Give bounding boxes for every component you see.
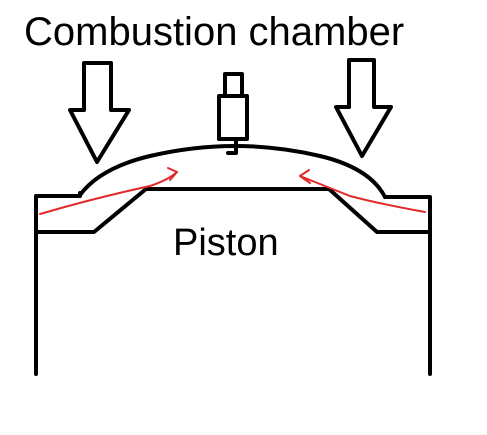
down-arrow-icon <box>68 61 131 164</box>
down-arrow-icon <box>334 58 393 158</box>
piston-outline <box>383 195 432 376</box>
flow-arrow-icon <box>39 167 178 215</box>
flow-arrow-icon <box>299 169 426 213</box>
piston-outline <box>34 191 82 376</box>
piston-label: Piston <box>173 222 279 264</box>
spark-plug-icon <box>217 72 249 155</box>
diagram-title: Combustion chamber <box>24 10 405 54</box>
chamber-dome <box>78 144 387 199</box>
piston-outline <box>34 187 432 234</box>
